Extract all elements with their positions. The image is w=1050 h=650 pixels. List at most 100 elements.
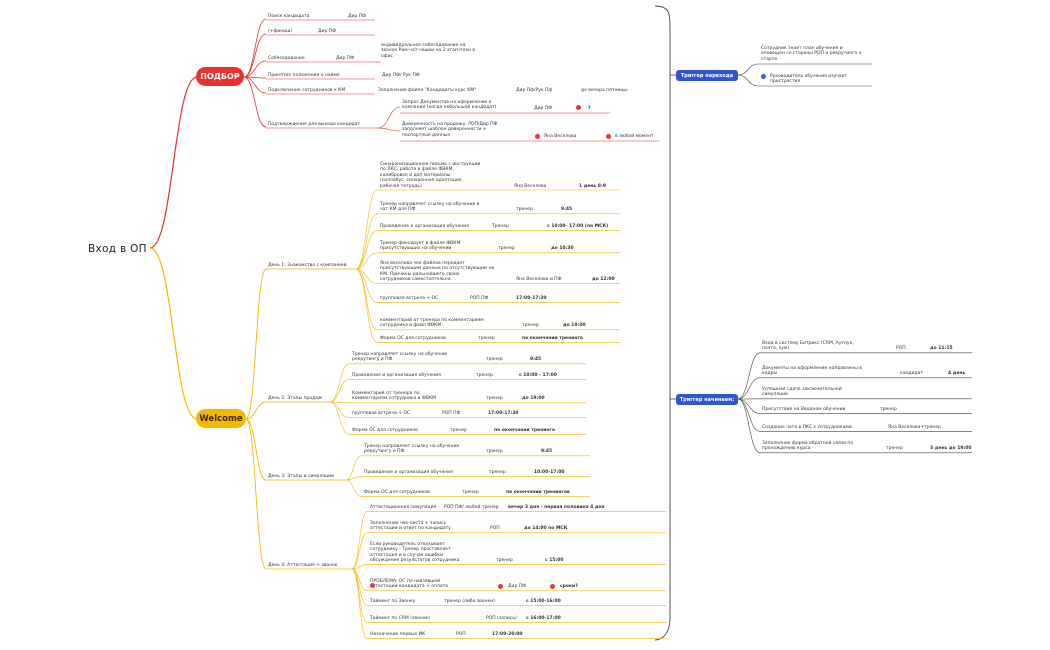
welcome-item-line[interactable]: Тренер направляет ссылку на обучение в	[380, 202, 480, 207]
link	[737, 63, 759, 76]
welcome-item-who: РОП ПФ/ любой тренер	[444, 505, 499, 510]
podbor-item-who: Дир Пф/Рук Пф	[516, 88, 553, 93]
trigger-start-line[interactable]: Документы на оформление направлены в	[762, 366, 862, 371]
link	[329, 401, 350, 418]
welcome-item-line[interactable]: Проведение и организация обучения	[364, 470, 453, 475]
welcome-item-line: обсуждение результатов сотрудника	[370, 558, 460, 564]
welcome-item-line[interactable]: Тайминг по Звонку	[370, 599, 416, 604]
trigger-start-line[interactable]: Успешная сдача заключительной	[762, 387, 842, 392]
welcome-item-when: 9:45	[530, 357, 542, 363]
welcome-item-who: тренер	[486, 357, 503, 363]
welcome-item-line: аттестации кандидата + оплата	[370, 584, 449, 590]
welcome-day-label[interactable]: День 4: Аттестация + звонок	[268, 563, 338, 568]
welcome-item-who: Тренер	[492, 224, 509, 229]
podbor-item-who: Дир ПФ	[336, 56, 354, 61]
welcome-day-label[interactable]: День 1: Знакомство с компанией	[268, 263, 347, 268]
link	[351, 532, 368, 570]
welcome-topic[interactable]: Welcome	[196, 409, 246, 428]
trigger-start-topic[interactable]: Триггер начинаем:	[676, 394, 738, 405]
trigger-start-line[interactable]: Создание чата в ЛКС с сотрудниками	[762, 425, 852, 430]
status-dot	[761, 74, 766, 79]
status-dot	[370, 583, 375, 589]
link	[355, 252, 378, 270]
podbor-item[interactable]: Подключение сотрудников к КМ	[268, 88, 346, 93]
welcome-item-line: комментариям сотрудника в ФВКМ	[352, 396, 437, 402]
welcome-item-line[interactable]: Проведение и организация обучения	[380, 224, 469, 229]
trigger-start-line: прохождению курса	[762, 446, 811, 452]
link	[355, 230, 378, 270]
podbor-item[interactable]: (+финиш)	[268, 29, 293, 34]
link	[245, 401, 267, 420]
welcome-item-line[interactable]: Тренер направляет ссылку на обучение	[352, 352, 448, 357]
trigger-pass-topic[interactable]: Триггер перехода	[676, 70, 738, 81]
podbor-item-when: до вечера пятницы.	[581, 88, 629, 93]
trigger-start-line[interactable]: Присутствие на Вводном обучении	[762, 407, 846, 412]
welcome-item-when: 10:00-17:00	[534, 470, 565, 475]
podbor-topic[interactable]: ПОДБОР	[196, 67, 244, 86]
link	[345, 476, 362, 481]
status-dot	[606, 134, 611, 139]
podbor-item[interactable]: Собеседование	[268, 56, 305, 61]
link	[355, 189, 378, 270]
welcome-item-line[interactable]: комментарий от тренера по комментариям	[380, 318, 484, 323]
welcome-item-line[interactable]: Тайминг по CRM (звонок)	[370, 616, 430, 621]
link	[737, 377, 761, 400]
welcome-item-who: тренер	[496, 558, 513, 564]
podbor-sub-line: заполняет шаблон доверенности +	[402, 127, 487, 133]
welcome-item-when: 17:00-20:00	[492, 632, 523, 637]
welcome-item-line[interactable]: Проведение и организация обучения	[352, 373, 441, 378]
welcome-item-when: до 14:00 по МСК	[524, 526, 568, 532]
podbor-sub-line: Запрос Документов на оформление в	[402, 100, 492, 105]
welcome-item-who: Дир ПФ	[508, 584, 526, 590]
welcome-item-who: тренер	[516, 207, 533, 213]
welcome-item-who: тренер (либо звонки)	[444, 599, 495, 604]
link	[329, 379, 350, 403]
welcome-item-line[interactable]: Если руководитель отказывает	[370, 542, 445, 547]
trigger-start-line: кадры	[762, 371, 777, 377]
welcome-item-line[interactable]: Заполнение чек-листа + запись	[370, 521, 447, 526]
welcome-item-line[interactable]: Форма ОС для сотрудников	[364, 490, 430, 495]
welcome-item-line[interactable]: Комментарий от тренера по	[352, 391, 420, 396]
link	[243, 18, 267, 78]
trigger-pass-line: Руководитель обучения изучает	[770, 74, 848, 79]
welcome-item-line: сотрудника в файл ФВКМ	[380, 323, 442, 329]
welcome-item-who: тренер	[450, 428, 467, 433]
welcome-item-when: по окончании тренинга	[494, 428, 555, 433]
welcome-day-label[interactable]: День 3: Этапы и симуляции	[268, 474, 334, 479]
welcome-item-line[interactable]: Яна веселова чек файлов передает	[380, 261, 465, 266]
welcome-item-line[interactable]: групповая встреча + ОС	[380, 296, 439, 301]
welcome-item-when: сроки?	[560, 584, 578, 590]
welcome-item-who: тренер	[522, 323, 539, 329]
welcome-item-line[interactable]: Форма ОС для сотрудников	[352, 428, 418, 433]
link	[351, 564, 368, 570]
podbor-item[interactable]: Поиск кандидата	[268, 14, 310, 19]
welcome-day-label[interactable]: День 2: Этапы продаж	[268, 396, 323, 401]
link	[149, 76, 198, 249]
welcome-item-when: до 12:00	[592, 277, 615, 283]
welcome-item-line[interactable]: Аттестационная симуляция	[370, 505, 437, 510]
trigger-start-line: почта, хум)	[762, 346, 790, 352]
welcome-item-line[interactable]: Синхронизационное письмо с инструкции	[380, 162, 481, 167]
trigger-start-who: тренер	[880, 407, 897, 412]
welcome-item-line[interactable]: ПРОБЛЕМА: ОС по невзявшей	[370, 579, 441, 584]
trigger-start-line[interactable]: Заполнение форма обратной связи по	[762, 441, 854, 446]
podbor-item[interactable]: Принятие положения о найме	[268, 73, 340, 78]
link	[351, 511, 368, 570]
welcome-item-when: вечер 3 дня - первая половина 4 дня	[508, 505, 605, 510]
trigger-start-line[interactable]: Вход в систему Битрикс (CRM, Аутлук,	[762, 341, 854, 346]
welcome-item-line[interactable]: Тренер направляет ссылку на обучение	[364, 444, 460, 449]
welcome-item-line: аттестации и ответ по кандидату	[370, 526, 451, 532]
welcome-item-line[interactable]: Назначение первых ИК	[370, 632, 426, 637]
link	[351, 568, 368, 639]
root-topic[interactable]: Вход в ОП	[88, 243, 147, 255]
welcome-item-when: 9:45	[561, 207, 573, 213]
welcome-item-line[interactable]: групповая встреча + ОС	[352, 411, 411, 416]
podbor-sub-when: ?	[588, 106, 591, 111]
link	[345, 455, 362, 481]
welcome-item-who: РОП	[456, 632, 466, 637]
welcome-item-line[interactable]: Тренер фиксирует в файле ФВКМ	[380, 241, 461, 246]
welcome-item-line[interactable]: Форма ОС для сотрудников	[380, 336, 446, 341]
link	[243, 76, 267, 128]
podbor-sub-who: Дир ПФ	[534, 106, 552, 111]
podbor-item[interactable]: Подтверждение для выхода кандидат	[268, 122, 361, 127]
